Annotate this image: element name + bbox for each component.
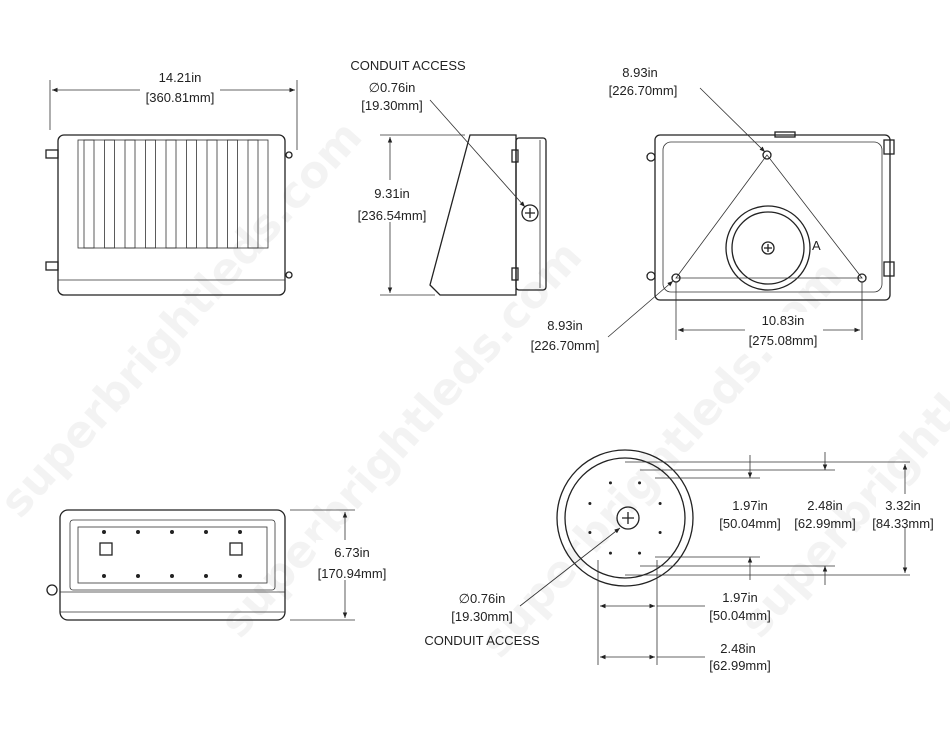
bolt-icon bbox=[204, 574, 208, 578]
v1-in: 1.97in bbox=[732, 498, 767, 513]
v2-mm: [62.99mm] bbox=[794, 516, 855, 531]
heat-sink-fin bbox=[227, 139, 238, 249]
bolt-icon bbox=[136, 530, 140, 534]
h2-mm: [62.99mm] bbox=[709, 658, 770, 673]
bottom-spacing-in: 10.83in bbox=[762, 313, 805, 328]
heat-sink-fin bbox=[124, 139, 136, 249]
back-view: A 8.93in [226.70mm] 10.83in [275.08mm] 8… bbox=[531, 65, 895, 353]
bolt-icon bbox=[136, 574, 140, 578]
conduit-dia-mm: [19.30mm] bbox=[361, 98, 422, 113]
side-view: 9.31in [236.54mm] CONDUIT ACCESS ∅0.76in… bbox=[348, 58, 547, 296]
mount-hole-icon bbox=[608, 481, 612, 485]
mount-hole-icon bbox=[638, 481, 642, 485]
v3-in: 3.32in bbox=[885, 498, 920, 513]
bolt-icon bbox=[170, 574, 174, 578]
mount-hole-icon bbox=[658, 501, 662, 505]
bolt-icon bbox=[102, 530, 106, 534]
v3-mm: [84.33mm] bbox=[872, 516, 933, 531]
v2-in: 2.48in bbox=[807, 498, 842, 513]
v1-mm: [50.04mm] bbox=[719, 516, 780, 531]
depth-in: 6.73in bbox=[334, 545, 369, 560]
bolt-icon bbox=[102, 574, 106, 578]
bolt-icon bbox=[238, 574, 242, 578]
heat-sink-fin bbox=[206, 139, 218, 249]
heat-sink-fin bbox=[145, 139, 156, 249]
side-height-in: 9.31in bbox=[374, 186, 409, 201]
mount-hole-icon bbox=[658, 531, 662, 535]
front-view: 14.21in [360.81mm] bbox=[45, 70, 298, 296]
mount-hole-icon bbox=[588, 501, 592, 505]
heat-sink-fin bbox=[165, 139, 177, 249]
section-label: A bbox=[812, 238, 821, 253]
top-spacing-mm: [226.70mm] bbox=[609, 83, 678, 98]
watermark: superbrightleds.com superbrightleds.com … bbox=[0, 111, 950, 667]
detail-conduit-dia-in: ∅0.76in bbox=[459, 591, 506, 606]
heat-sink-fin bbox=[83, 139, 95, 249]
conduit-access-icon bbox=[521, 204, 539, 222]
mount-hole-icon bbox=[608, 551, 612, 555]
detail-conduit-dia-mm: [19.30mm] bbox=[451, 609, 512, 624]
conduit-dia-in: ∅0.76in bbox=[369, 80, 416, 95]
heat-sink-fin bbox=[247, 139, 259, 249]
bottom-view: 6.73in [170.94mm] bbox=[46, 509, 388, 621]
front-width-mm: [360.81mm] bbox=[146, 90, 215, 105]
detail-conduit-label: CONDUIT ACCESS bbox=[424, 633, 540, 648]
side-height-mm: [236.54mm] bbox=[358, 208, 427, 223]
heat-sink-fin bbox=[186, 139, 197, 249]
front-width-in: 14.21in bbox=[159, 70, 202, 85]
bolt-icon bbox=[170, 530, 174, 534]
h2-in: 2.48in bbox=[720, 641, 755, 656]
h1-in: 1.97in bbox=[722, 590, 757, 605]
top-spacing-in: 8.93in bbox=[622, 65, 657, 80]
bolt-icon bbox=[238, 530, 242, 534]
bolt-icon bbox=[204, 530, 208, 534]
heat-sink-fin bbox=[104, 139, 115, 249]
left-spacing-in: 8.93in bbox=[547, 318, 582, 333]
junction-box-detail: 1.97in [50.04mm] 2.48in [62.99mm] 3.32in… bbox=[424, 449, 934, 673]
mount-hole-icon bbox=[638, 551, 642, 555]
mount-hole-icon bbox=[588, 531, 592, 535]
bottom-spacing-mm: [275.08mm] bbox=[749, 333, 818, 348]
depth-mm: [170.94mm] bbox=[318, 566, 387, 581]
h1-mm: [50.04mm] bbox=[709, 608, 770, 623]
left-spacing-mm: [226.70mm] bbox=[531, 338, 600, 353]
conduit-access-label: CONDUIT ACCESS bbox=[350, 58, 466, 73]
